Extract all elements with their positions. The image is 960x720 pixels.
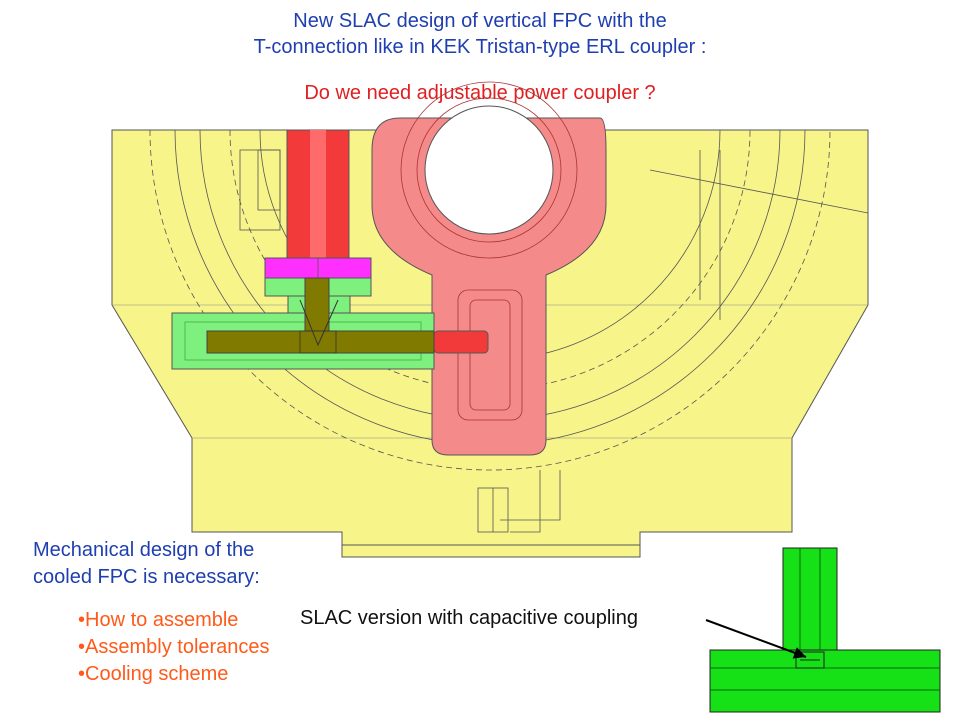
title-line-2: T-connection like in KEK Tristan-type ER… — [253, 36, 707, 58]
drafting-lines — [239, 149, 869, 533]
cavity-ring — [371, 81, 607, 456]
title-line-1: New SLAC design of vertical FPC with the — [293, 10, 667, 32]
bullet-tolerances: Assembly tolerances — [78, 634, 270, 661]
mechanical-note-line-1: Mechanical design of the — [33, 539, 255, 561]
beam-pipe-bore — [424, 105, 554, 235]
bullet-assemble: How to assemble — [78, 607, 270, 634]
slac-capacitive-inset — [709, 547, 941, 713]
inset-label: SLAC version with capacitive coupling — [300, 607, 638, 629]
cryostat-base-plate — [341, 544, 641, 558]
mechanical-note-line-2: cooled FPC is necessary: — [33, 566, 260, 588]
requirements-list: How to assemble Assembly tolerances Cool… — [78, 607, 270, 688]
question-text: Do we need adjustable power coupler ? — [304, 82, 656, 104]
slide-title: New SLAC design of vertical FPC with the… — [0, 8, 960, 60]
mechanical-design-note: Mechanical design of the cooled FPC is n… — [33, 537, 260, 591]
bullet-cooling: Cooling scheme — [78, 661, 270, 688]
